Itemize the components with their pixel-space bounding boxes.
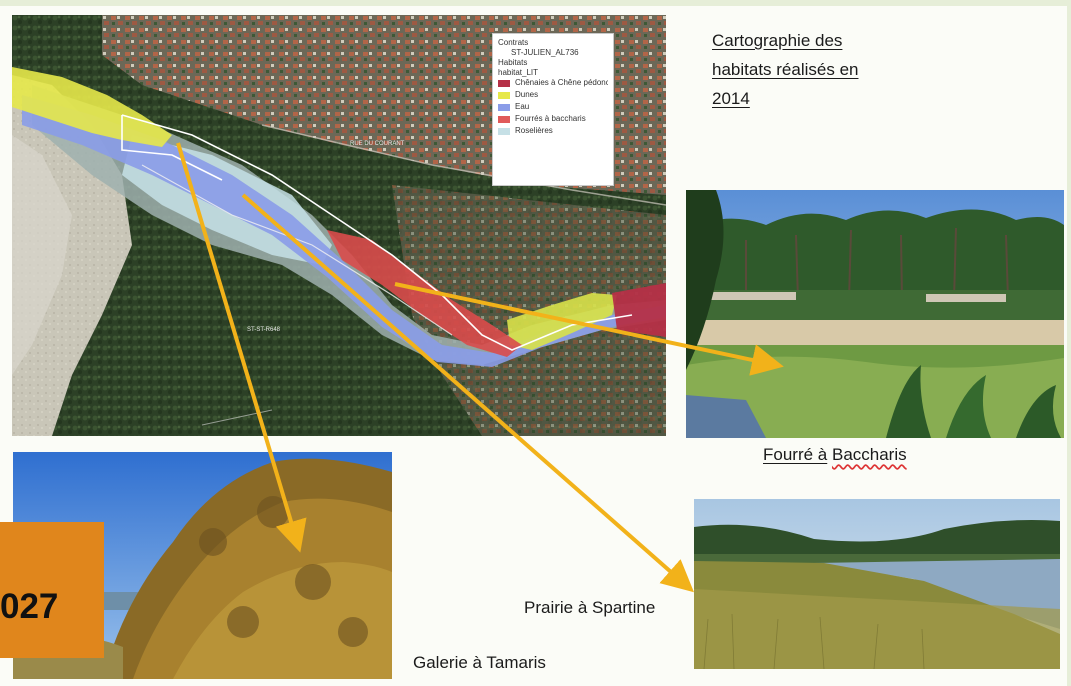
road-label: RUE DU COURANT [350,141,405,147]
legend-item: Fourrés à baccharis [498,114,608,124]
legend-item: Eau [498,102,608,112]
page-number-text: 027 [0,587,59,626]
legend-swatch [498,91,510,99]
legend-item-label: Dunes [515,90,539,99]
habitat-map: RUE DU COURANT ST-ST-R648 Contrats ST-JU… [12,15,666,436]
caption-text: Fourré à [763,445,828,464]
legend-swatch [498,103,510,111]
legend-item: Roselières [498,126,608,136]
legend-item-label: Fourrés à baccharis [515,114,586,123]
caption-fourre-baccharis: Fourré à Baccharis [763,445,907,465]
legend-layer-name: habitat_LIT [498,68,539,77]
legend-item: Chênaies à Chêne pédonculé [498,78,608,88]
legend-swatch [498,115,510,123]
legend-item-label: Chênaies à Chêne pédonculé [515,78,608,87]
page-number-badge [0,522,104,658]
title-line: Cartographie des [712,31,843,50]
title-line: 2014 [712,89,750,108]
title-line: habitats réalisés en [712,60,859,79]
legend-habitats-heading: Habitats [498,58,528,67]
legend-item: Dunes [498,90,608,100]
legend-swatch [498,127,510,135]
photo-prairie-spartine [694,499,1060,669]
caption-prairie-spartine: Prairie à Spartine [524,598,656,617]
legend-items: Chênaies à Chêne pédonculéDunesEauFourré… [498,78,608,136]
map-legend: Contrats ST-JULIEN_AL736 Habitats habita… [492,33,614,186]
parcel-label: ST-ST-R648 [247,327,281,333]
slide-right-border [1067,0,1071,686]
legend-contrats-heading: Contrats [498,38,529,47]
map-title: Cartographie des habitats réalisés en 20… [712,26,942,113]
photo-fourre-baccharis [686,190,1064,438]
legend-item-label: Eau [515,102,530,111]
caption-galerie-tamaris: Galerie à Tamaris [413,653,546,672]
slide-top-border [0,0,1071,6]
legend-contrat-name: ST-JULIEN_AL736 [511,48,579,57]
legend-swatch [498,79,510,87]
caption-text-spellcheck: Baccharis [831,445,907,464]
legend-item-label: Roselières [515,126,553,135]
